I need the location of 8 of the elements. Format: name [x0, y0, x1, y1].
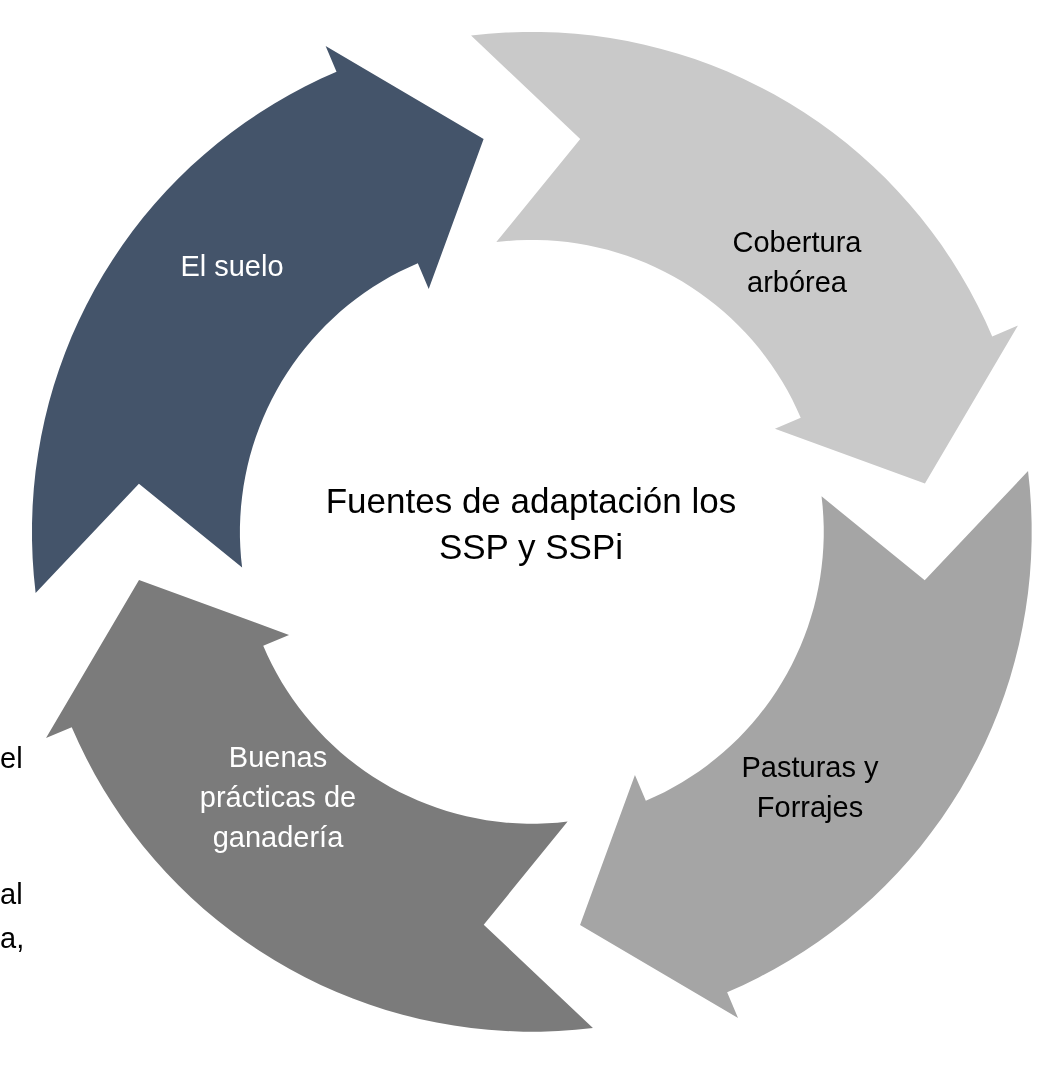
text-fragment: a,	[0, 921, 26, 956]
text-fragment: el	[0, 741, 24, 776]
segment-label: El suelo	[179, 249, 285, 284]
text-fragment: al	[0, 877, 24, 912]
segment-label: Cobertura arbórea	[731, 225, 863, 300]
center-title: Fuentes de adaptación los SSP y SSPi	[324, 480, 738, 568]
segment-label: Pasturas y Forrajes	[740, 750, 880, 825]
segment-label: Buenas prácticas de ganadería	[198, 740, 358, 855]
